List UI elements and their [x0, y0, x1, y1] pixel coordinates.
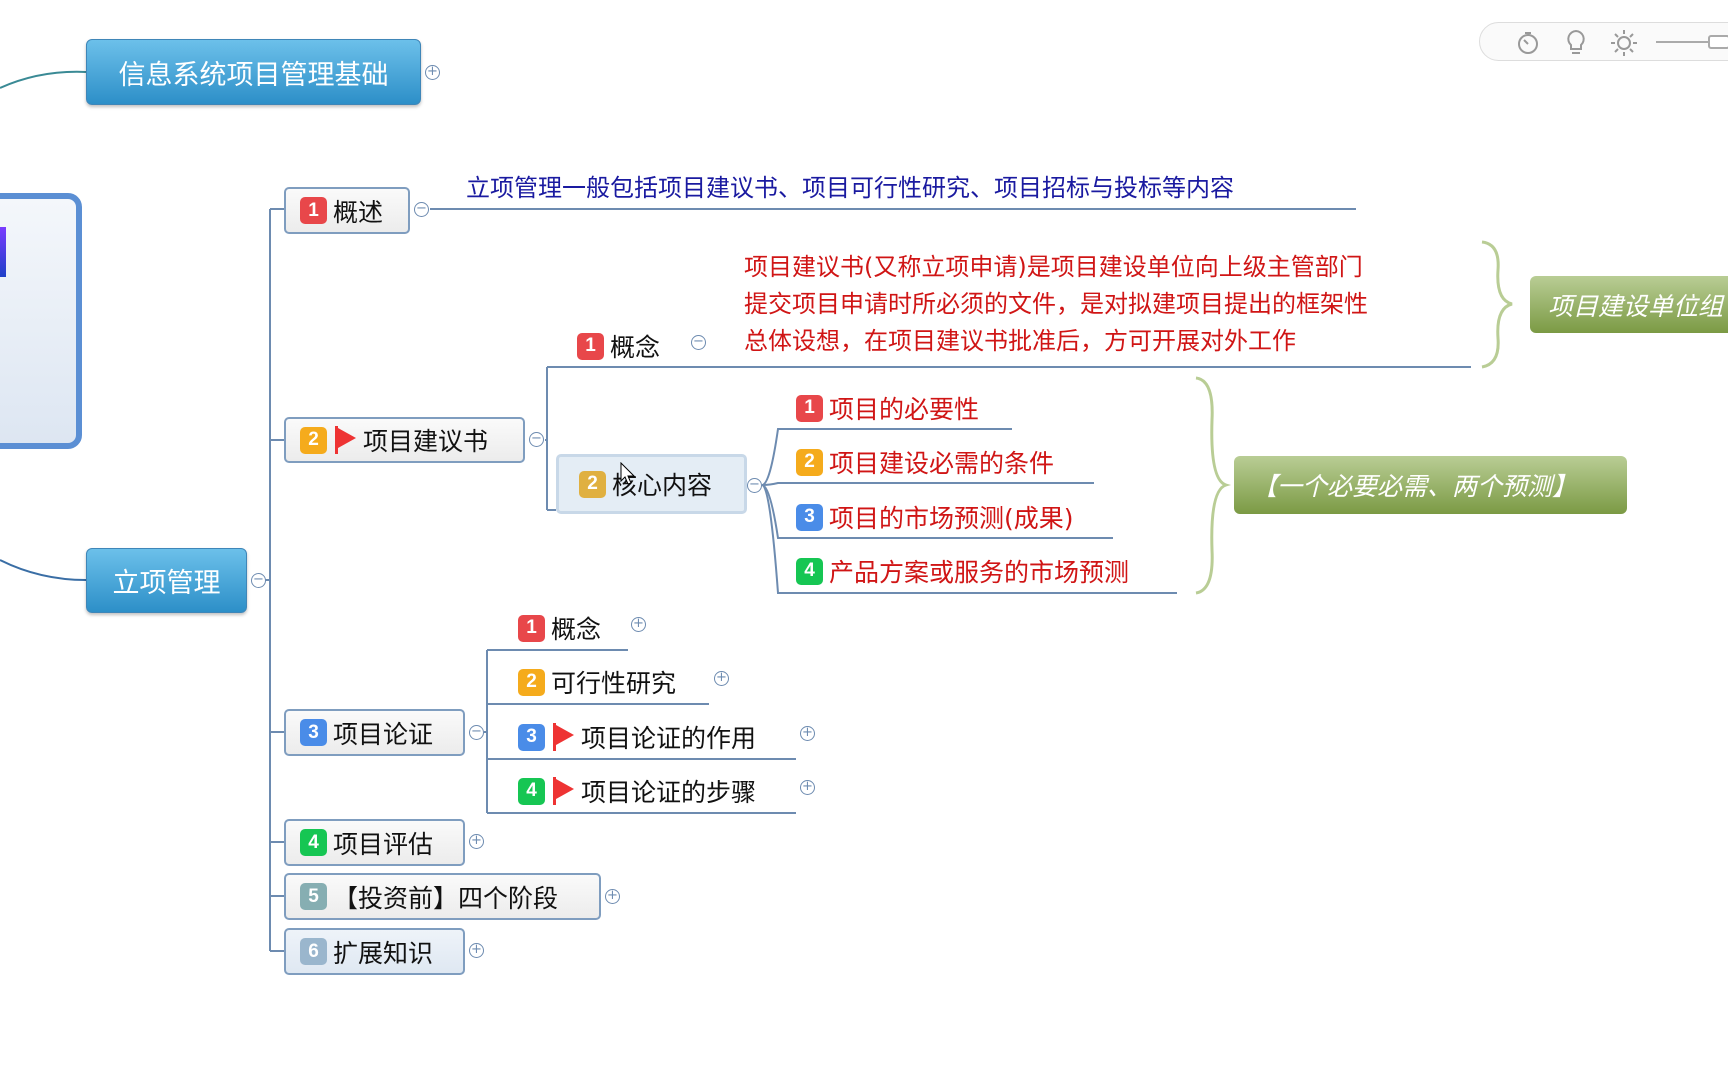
topic-label: 立项管理 [112, 568, 221, 599]
note-line: 项目建议书(又称立项申请)是项目建设单位向上级主管部门 [744, 253, 1363, 281]
collapse-icon[interactable]: − [251, 573, 266, 588]
node-demo-steps[interactable]: 4 项目论证的步骤 [518, 773, 756, 809]
priority-1-icon: 1 [518, 614, 545, 642]
concept-note: 项目建议书(又称立项申请)是项目建设单位向上级主管部门 提交项目申请时所必须的文… [744, 249, 1368, 360]
priority-1-icon: 1 [300, 197, 327, 224]
expand-icon[interactable]: + [800, 726, 815, 741]
summary-label: 【一个必要必需、两个预测】 [1252, 472, 1578, 501]
node-label: 【投资前】四个阶段 [333, 883, 559, 913]
priority-2-icon: 2 [518, 668, 545, 696]
central-topic-image[interactable] [0, 193, 82, 449]
expand-icon[interactable]: + [469, 943, 484, 958]
node-label: 可行性研究 [551, 669, 677, 698]
node-label: 项目论证的步骤 [581, 778, 757, 807]
summary-core-content[interactable]: 【一个必要必需、两个预测】 [1234, 456, 1627, 514]
note-line: 总体设想，在项目建议书批准后，方可开展对外工作 [744, 327, 1296, 355]
node-project-proposal[interactable]: 2 项目建议书 [284, 417, 525, 463]
lightbulb-icon[interactable] [1564, 29, 1588, 57]
collapse-icon[interactable]: − [414, 202, 429, 217]
zoom-slider-track[interactable] [1656, 41, 1716, 43]
note-line: 提交项目申请时所必须的文件，是对拟建项目提出的框架性 [744, 290, 1368, 318]
node-label: 项目论证的作用 [581, 724, 757, 753]
collapse-icon[interactable]: − [747, 478, 762, 493]
timer-icon[interactable] [1516, 31, 1540, 55]
topic-label: 信息系统项目管理基础 [118, 59, 389, 91]
priority-1-icon: 1 [577, 332, 604, 360]
node-pre-investment[interactable]: 5【投资前】四个阶段 [284, 873, 601, 920]
expand-icon[interactable]: + [631, 617, 646, 632]
node-label: 项目建设必需的条件 [829, 449, 1055, 478]
flag-icon [551, 777, 575, 805]
node-label: 概念 [551, 615, 602, 644]
summary-concept[interactable]: 项目建设单位组 [1530, 276, 1728, 333]
node-label: 概述 [333, 197, 384, 227]
node-label: 产品方案或服务的市场预测 [829, 558, 1130, 587]
priority-6-icon: 6 [300, 938, 327, 965]
node-label: 项目评估 [333, 829, 434, 859]
collapse-icon[interactable]: − [691, 335, 706, 350]
image-thumbnail [0, 227, 6, 277]
expand-icon[interactable]: + [425, 65, 440, 80]
zoom-slider-handle[interactable] [1708, 35, 1728, 49]
priority-1-icon: 1 [796, 394, 823, 422]
node-label: 项目的市场预测(成果) [829, 504, 1074, 533]
node-label: 项目论证 [333, 719, 434, 749]
priority-2-icon: 2 [579, 470, 606, 498]
expand-icon[interactable]: + [800, 780, 815, 795]
priority-4-icon: 4 [300, 829, 327, 856]
collapse-icon[interactable]: − [529, 432, 544, 447]
overview-note: 立项管理一般包括项目建议书、项目可行性研究、项目招标与投标等内容 [466, 174, 1234, 202]
node-demo-role[interactable]: 3 项目论证的作用 [518, 719, 756, 755]
summary-label: 项目建设单位组 [1548, 291, 1724, 321]
topic-project-initiation[interactable]: 立项管理 [86, 548, 247, 613]
node-label: 扩展知识 [333, 938, 434, 968]
expand-icon[interactable]: + [714, 671, 729, 686]
priority-2-icon: 2 [796, 448, 823, 476]
priority-5-icon: 5 [300, 883, 327, 910]
node-label: 项目建议书 [363, 427, 489, 456]
mouse-cursor-icon [620, 462, 636, 485]
topic-info-system-basics[interactable]: 信息系统项目管理基础 [86, 39, 421, 105]
expand-icon[interactable]: + [605, 889, 620, 904]
expand-icon[interactable]: + [469, 834, 484, 849]
brightness-icon[interactable] [1610, 29, 1638, 57]
priority-3-icon: 3 [300, 719, 327, 746]
priority-4-icon: 4 [518, 777, 545, 805]
node-label: 概念 [610, 333, 661, 362]
priority-3-icon: 3 [796, 503, 823, 531]
priority-3-icon: 3 [518, 723, 545, 751]
priority-4-icon: 4 [796, 557, 823, 585]
toolbar [1479, 22, 1728, 61]
node-label: 项目的必要性 [829, 395, 980, 424]
flag-icon [333, 426, 357, 454]
collapse-icon[interactable]: − [469, 725, 484, 740]
priority-2-icon: 2 [300, 426, 327, 454]
flag-icon [551, 723, 575, 751]
